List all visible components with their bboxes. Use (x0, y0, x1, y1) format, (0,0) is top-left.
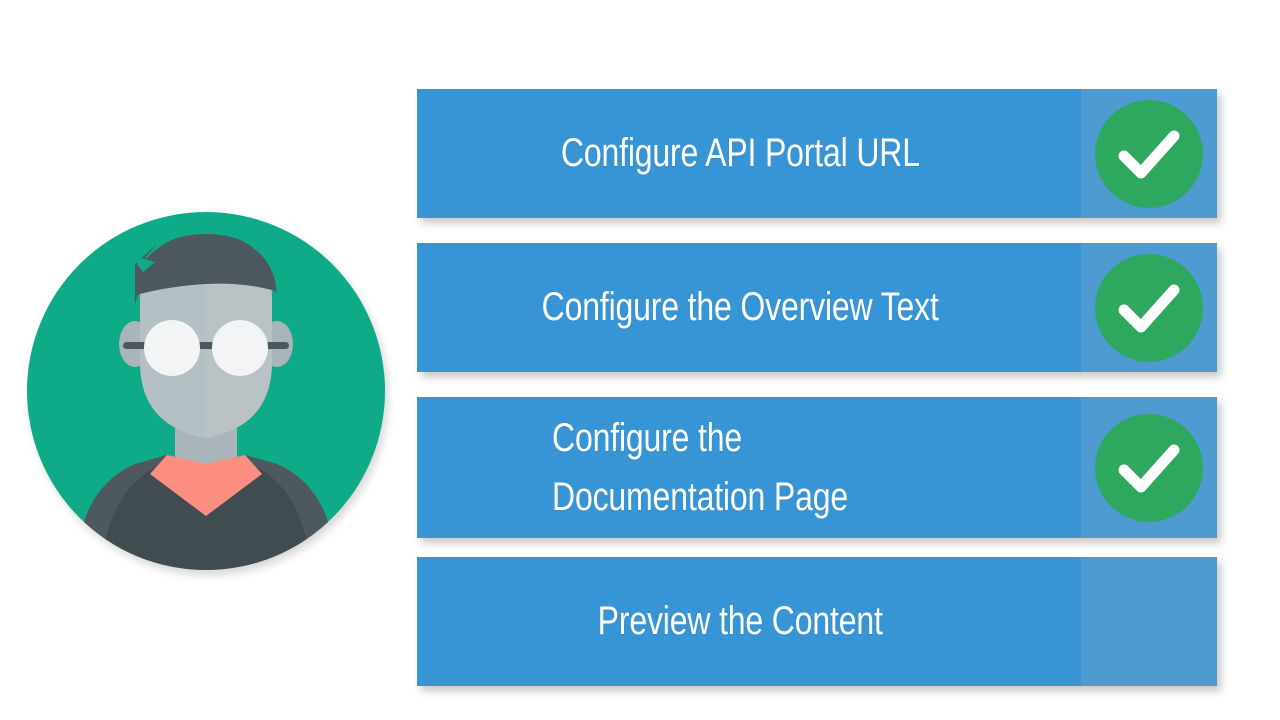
step-label-zone: Configure API Portal URL (417, 89, 1081, 218)
avatar (27, 212, 385, 570)
check-glyph (1118, 284, 1180, 332)
check-icon (1095, 253, 1203, 362)
check-icon (1095, 99, 1203, 208)
step-bar-3[interactable]: Configure the Documentation Page (417, 397, 1217, 538)
step-label-zone: Preview the Content (417, 557, 1081, 686)
glasses-lens-right (212, 320, 268, 376)
collar-v (187, 461, 225, 516)
hair-mass (134, 236, 278, 304)
step-label-zone: Configure the Documentation Page (417, 397, 1081, 538)
step-label-zone: Configure the Overview Text (417, 243, 1081, 372)
hair-notch-cut (137, 246, 155, 272)
step-status-zone (1081, 397, 1217, 538)
step-label: Configure API Portal URL (560, 131, 920, 176)
step-bar-1[interactable]: Configure API Portal URL (417, 89, 1217, 218)
step-label: Configure the Overview Text (541, 285, 939, 330)
avatar-illustration (75, 234, 337, 570)
check-icon (1095, 413, 1203, 522)
step-status-zone (1081, 89, 1217, 218)
check-glyph (1118, 444, 1180, 492)
step-status-zone (1081, 243, 1217, 372)
check-glyph (1118, 130, 1180, 178)
step-bar-2[interactable]: Configure the Overview Text (417, 243, 1217, 372)
avatar-circle-background (27, 212, 385, 570)
glasses-lens-left (144, 320, 200, 376)
step-label: Configure the Documentation Page (552, 416, 848, 519)
step-label: Preview the Content (597, 599, 883, 644)
step-status-zone (1081, 557, 1217, 686)
step-bar-4[interactable]: Preview the Content (417, 557, 1217, 686)
